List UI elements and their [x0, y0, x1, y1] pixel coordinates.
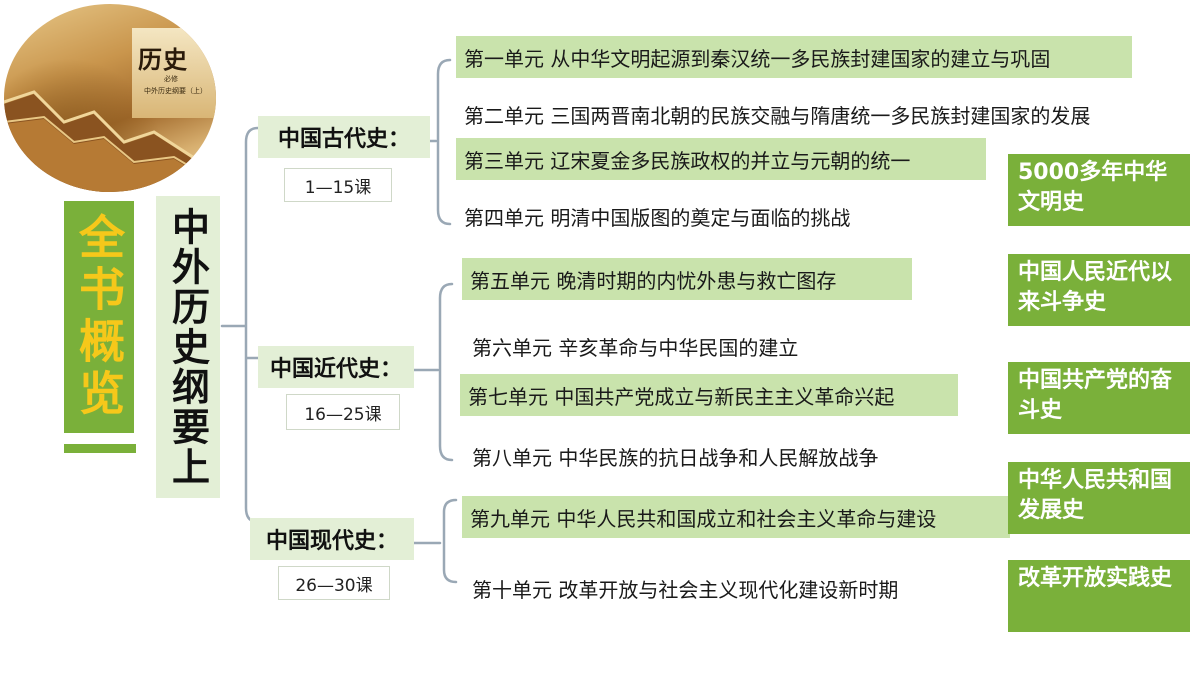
unit-4: 第四单元 明清中国版图的奠定与面临的挑战	[456, 198, 916, 234]
unit-9-label: 第九单元 中华人民共和国成立和社会主义革命与建设	[470, 506, 937, 531]
unit-3: 第三单元 辽宋夏金多民族政权的并立与元朝的统一	[456, 138, 986, 180]
period-contemporary-label: 中国现代史：	[265, 529, 398, 554]
theme-reform-opening: 改革开放实践史	[1008, 560, 1190, 632]
range-contemporary-label: 26—30课	[295, 575, 373, 596]
range-ancient-label: 1—15课	[304, 177, 372, 198]
contemporary-bracket	[412, 498, 458, 584]
theme-modern-struggle: 中国人民近代以来斗争史	[1008, 254, 1190, 326]
period-contemporary: 中国现代史：	[250, 518, 414, 560]
unit-8: 第八单元 中华民族的抗日战争和人民解放战争	[464, 438, 944, 474]
theme-modern-struggle-label: 中国人民近代以来斗争史	[1018, 260, 1173, 315]
theme-reform-opening-label: 改革开放实践史	[1018, 566, 1173, 591]
overview-underline	[64, 444, 136, 453]
cover-title: 历史	[138, 45, 188, 74]
cover-subtitle-book: 中外历史纲要（上）	[144, 87, 207, 95]
unit-2: 第二单元 三国两晋南北朝的民族交融与隋唐统一多民族封建国家的发展	[456, 96, 1176, 132]
ancient-bracket	[428, 58, 452, 226]
range-early-modern-label: 16—25课	[304, 404, 382, 425]
book-cover-image: 历史 必修 中外历史纲要（上）	[4, 4, 216, 192]
main-bracket	[220, 126, 260, 524]
range-early-modern: 16—25课	[286, 394, 400, 430]
unit-6-label: 第六单元 辛亥革命与中华民国的建立	[472, 335, 799, 360]
period-ancient: 中国古代史：	[258, 116, 430, 158]
period-early-modern-label: 中国近代史：	[269, 357, 402, 382]
theme-cpc-struggle: 中国共产党的奋斗史	[1008, 362, 1190, 434]
great-wall-illustration	[4, 90, 216, 192]
cover-subtitle-required: 必修	[164, 75, 178, 83]
book-title: 中外历史纲要上	[165, 207, 210, 487]
unit-8-label: 第八单元 中华民族的抗日战争和人民解放战争	[472, 445, 879, 470]
overview-title: 全书概览	[72, 213, 126, 421]
book-title-box: 中外历史纲要上	[156, 196, 220, 498]
unit-6: 第六单元 辛亥革命与中华民国的建立	[464, 328, 864, 364]
unit-2-label: 第二单元 三国两晋南北朝的民族交融与隋唐统一多民族封建国家的发展	[464, 103, 1091, 128]
theme-prc-development: 中华人民共和国发展史	[1008, 462, 1190, 534]
range-contemporary: 26—30课	[278, 566, 390, 600]
unit-3-label: 第三单元 辽宋夏金多民族政权的并立与元朝的统一	[464, 148, 911, 173]
theme-prc-development-label: 中华人民共和国发展史	[1018, 468, 1173, 523]
unit-5: 第五单元 晚清时期的内忧外患与救亡图存	[462, 258, 912, 300]
theme-chinese-civilization-label: 5000多年中华文明史	[1018, 160, 1168, 215]
unit-7-label: 第七单元 中国共产党成立与新民主主义革命兴起	[468, 384, 895, 409]
period-ancient-label: 中国古代史：	[277, 127, 410, 152]
theme-chinese-civilization: 5000多年中华文明史	[1008, 154, 1190, 226]
unit-1: 第一单元 从中华文明起源到秦汉统一多民族封建国家的建立与巩固	[456, 36, 1132, 78]
unit-4-label: 第四单元 明清中国版图的奠定与面临的挑战	[464, 205, 851, 230]
early-modern-bracket	[412, 282, 454, 462]
unit-9: 第九单元 中华人民共和国成立和社会主义革命与建设	[462, 496, 1010, 538]
overview-title-box: 全书概览	[64, 201, 134, 433]
range-ancient: 1—15课	[284, 168, 392, 202]
unit-10: 第十单元 改革开放与社会主义现代化建设新时期	[464, 570, 964, 606]
cover-title-box	[132, 28, 216, 118]
period-early-modern: 中国近代史：	[258, 346, 414, 388]
unit-7: 第七单元 中国共产党成立与新民主主义革命兴起	[460, 374, 958, 416]
theme-cpc-struggle-label: 中国共产党的奋斗史	[1018, 368, 1173, 423]
unit-5-label: 第五单元 晚清时期的内忧外患与救亡图存	[470, 268, 837, 293]
unit-10-label: 第十单元 改革开放与社会主义现代化建设新时期	[472, 577, 899, 602]
unit-1-label: 第一单元 从中华文明起源到秦汉统一多民族封建国家的建立与巩固	[464, 46, 1051, 71]
